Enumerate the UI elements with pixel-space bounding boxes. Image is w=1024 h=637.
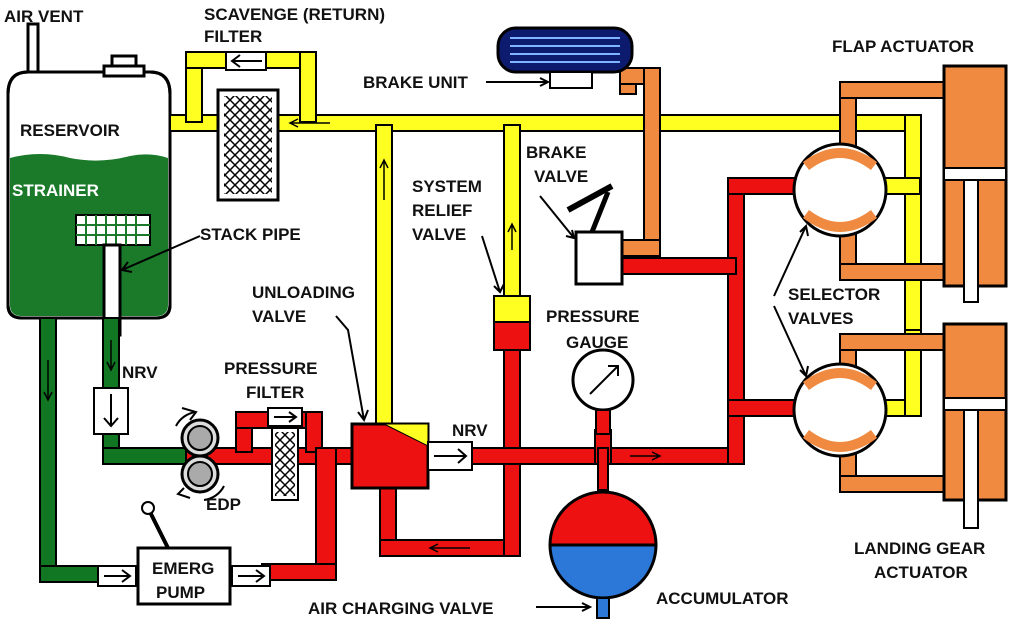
strainer [75,214,151,246]
air-vent-label: AIR VENT [4,7,84,26]
emerg-pump-label-2: PUMP [156,583,205,602]
unloading-valve [350,422,430,490]
return-lines [169,51,922,426]
flap-actuator [942,64,1008,303]
landing-gear-label-2: ACTUATOR [874,563,968,582]
scavenge-filter-label-1: SCAVENGE (RETURN) [204,5,385,24]
scavenge-filter [216,51,280,202]
pressure-filter-label-1: PRESSURE [224,359,318,378]
emergency-pump [97,501,271,606]
nrv-right [427,441,473,471]
relief-valve-label-1: SYSTEM [412,177,482,196]
accumulator [548,490,658,619]
pressure-lines [185,177,799,581]
pressure-gauge-label-1: PRESSURE [546,307,640,326]
nrv-left-label: NRV [122,363,158,382]
selector-valve-upper [792,142,888,238]
nrv-right-label: NRV [452,421,488,440]
pressure-filter-label-2: FILTER [246,383,304,402]
selector-valve-lower [792,362,888,458]
flap-actuator-label: FLAP ACTUATOR [832,37,974,56]
unloading-valve-label-2: VALVE [252,307,306,326]
emerg-pump-label-1: EMERG [152,559,214,578]
edp-label: EDP [206,495,241,514]
landing-gear-label-1: LANDING GEAR [854,539,985,558]
reservoir-label: RESERVOIR [20,121,120,140]
nrv-left [93,387,129,435]
pressure-gauge-label-2: GAUGE [566,333,628,352]
brake-unit-label: BRAKE UNIT [363,73,468,92]
unloading-valve-label-1: UNLOADING [252,283,355,302]
strainer-label: STRAINER [12,181,99,200]
selector-valves-label-1: SELECTOR [788,285,880,304]
relief-valve-label-2: RELIEF [412,201,472,220]
scavenge-filter-label-2: FILTER [204,27,262,46]
brake-valve [566,183,624,286]
brake-unit [496,26,634,89]
air-charging-valve-label: AIR CHARGING VALVE [308,599,493,618]
landing-gear-actuator [942,322,1008,529]
engine-driven-pump [175,407,225,501]
brake-valve-label-1: BRAKE [526,143,586,162]
selector-valves-label-2: VALVES [788,309,854,328]
stack-pipe-label: STACK PIPE [200,225,301,244]
brake-valve-label-2: VALVE [534,167,588,186]
flow-arrows [43,118,662,553]
pressure-filter [267,407,303,501]
accumulator-label: ACCUMULATOR [656,589,789,608]
relief-valve-label-3: VALVE [412,225,466,244]
pressure-gauge [571,348,635,435]
leader-arrows [120,77,809,612]
system-relief-valve [493,295,531,351]
